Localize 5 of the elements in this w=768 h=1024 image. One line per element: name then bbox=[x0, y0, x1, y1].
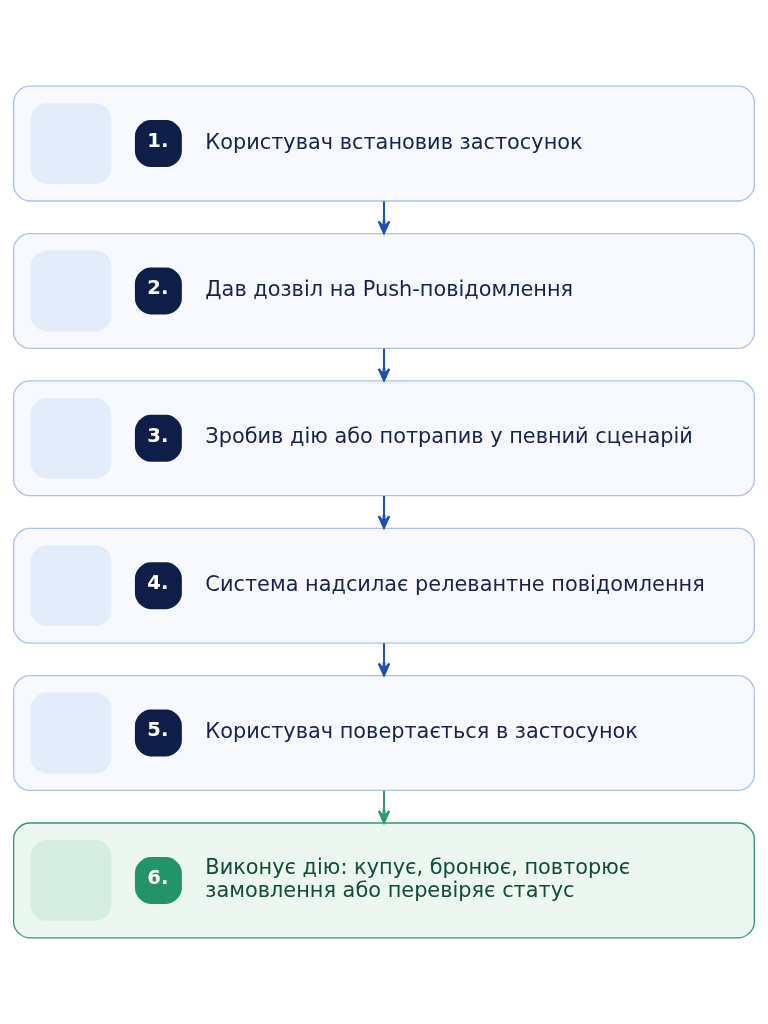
arrow bbox=[377, 496, 391, 529]
arrow bbox=[377, 348, 391, 382]
arrow bbox=[377, 790, 391, 824]
arrow bbox=[377, 201, 391, 235]
arrow bbox=[377, 643, 391, 677]
